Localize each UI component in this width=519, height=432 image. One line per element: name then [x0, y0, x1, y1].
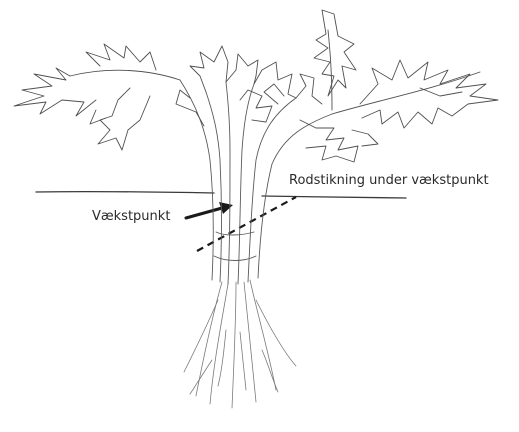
root-cut-line — [197, 197, 296, 251]
foliage — [14, 10, 498, 162]
roots — [184, 280, 296, 408]
root-cut-label: Rodstikning under vækstpunkt — [289, 174, 489, 187]
growth-point-arrow — [186, 202, 233, 218]
growth-point-label: Vækstpunkt — [92, 210, 170, 223]
